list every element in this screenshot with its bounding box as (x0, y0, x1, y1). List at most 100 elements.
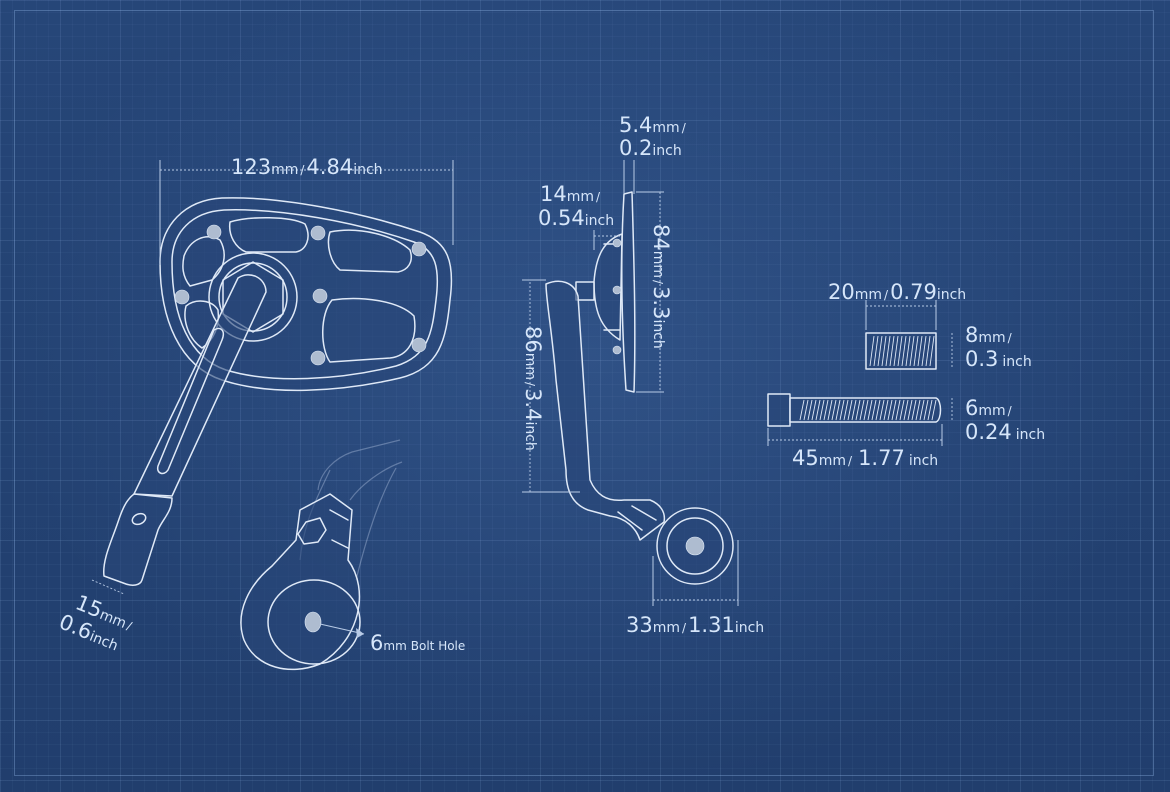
dim-unit: mm (978, 403, 1005, 419)
dim-value: 8 (965, 323, 978, 347)
thread-line (815, 399, 821, 421)
thread-line (919, 399, 925, 421)
thread-line (851, 399, 857, 421)
side-clamp-bolt (685, 536, 705, 556)
thread-line (887, 399, 893, 421)
dim-unit: mm (383, 639, 406, 653)
bolt-hole-text: Bolt Hole (411, 639, 466, 653)
svg-text:86mm/3.4inch: 86mm/3.4inch (521, 326, 545, 451)
thread-line (917, 335, 923, 367)
dim-unit: inch (1016, 427, 1045, 443)
dim-separator: / (682, 621, 687, 635)
dim-value: 45 (792, 446, 819, 470)
thread-line (863, 399, 869, 421)
dim-label-glass-thickness-inch: 0.2inch (619, 136, 682, 160)
dim-unit: inch (650, 319, 666, 348)
dim-separator: / (682, 121, 687, 135)
dim-label-glass-thickness: 5.4mm/ (619, 113, 687, 137)
thread-line (839, 399, 845, 421)
dimension-lines-middle (522, 160, 739, 606)
thread-line (869, 335, 875, 367)
dim-unit: mm (522, 353, 538, 380)
dim-separator: / (596, 190, 601, 204)
dim-value: 0.54 (538, 206, 585, 230)
clamp-detail-view (240, 439, 403, 671)
thread-line (831, 399, 837, 421)
thread-line (883, 399, 889, 421)
dim-unit: mm (97, 607, 128, 632)
dim-label-clamp-diameter: 33mm/1.31inch (626, 613, 764, 637)
mirror-front-view (103, 197, 453, 586)
screw-dot (612, 238, 622, 248)
dim-value: 1.77 (858, 446, 905, 470)
dim-unit: mm (978, 330, 1005, 346)
dim-unit: inch (652, 143, 681, 159)
dim-value: 5.4 (619, 113, 652, 137)
thread-line (923, 399, 929, 421)
thread-line (803, 399, 809, 421)
dim-value: 84 (649, 224, 673, 251)
dim-unit: inch (937, 287, 966, 303)
dim-separator: / (848, 454, 853, 468)
thread-line (859, 399, 865, 421)
svg-text:84mm/3.3inch: 84mm/3.3inch (649, 224, 673, 349)
mirror-hub-inner (218, 262, 288, 332)
thread-line (835, 399, 841, 421)
thread-line (819, 399, 825, 421)
thread-line (899, 399, 905, 421)
dim-separator: / (1008, 404, 1013, 418)
dim-label-arm-height: 86mm/3.4inch (521, 326, 545, 451)
dim-unit: inch (353, 162, 382, 178)
screw-dot (206, 224, 222, 240)
mirror-pocket (228, 216, 309, 253)
dim-unit: inch (735, 620, 764, 636)
dim-value: 1.31 (688, 613, 735, 637)
dim-separator: / (125, 619, 135, 634)
thread-line (881, 335, 887, 367)
thread-line (871, 399, 877, 421)
thread-line (811, 399, 817, 421)
dim-value: 0.2 (619, 136, 652, 160)
thread-line (895, 399, 901, 421)
spacer-threads (869, 335, 935, 367)
clamp-screw (131, 512, 147, 526)
thread-line (915, 399, 921, 421)
dim-label-spacer-diameter: 8mm/ (965, 323, 1013, 347)
dim-value: 33 (626, 613, 653, 637)
dim-value: 14 (540, 182, 567, 206)
mirror-hub-outer (208, 252, 298, 342)
dim-separator: / (300, 163, 305, 177)
dim-value: 3.3 (649, 286, 673, 319)
screw-dot (174, 289, 190, 305)
clamp-ring (267, 579, 361, 665)
thread-line (823, 399, 829, 421)
thread-line (847, 399, 853, 421)
dim-unit: mm (819, 453, 846, 469)
dim-separator: / (651, 280, 665, 285)
screw-dot (411, 337, 427, 353)
dim-separator: / (884, 288, 889, 302)
thread-line (889, 335, 895, 367)
dim-unit: inch (87, 629, 120, 655)
dim-unit: mm (271, 162, 298, 178)
thread-line (925, 335, 931, 367)
bolt-threads (799, 399, 937, 421)
thread-line (855, 399, 861, 421)
dim-label-mirror-width: 123mm/4.84inch (231, 155, 383, 179)
dim-value: 6 (370, 631, 383, 655)
mirror-glass-side (621, 191, 636, 393)
dim-value: 20 (828, 280, 855, 304)
dim-value: 3.4 (521, 388, 545, 421)
thread-line (867, 399, 873, 421)
screw-dot (612, 345, 622, 355)
dim-unit: inch (522, 421, 538, 450)
screw-dot (612, 285, 622, 295)
dim-value: 4.84 (306, 155, 353, 179)
thread-line (901, 335, 907, 367)
dim-unit: inch (585, 213, 614, 229)
dim-unit: mm (653, 620, 680, 636)
